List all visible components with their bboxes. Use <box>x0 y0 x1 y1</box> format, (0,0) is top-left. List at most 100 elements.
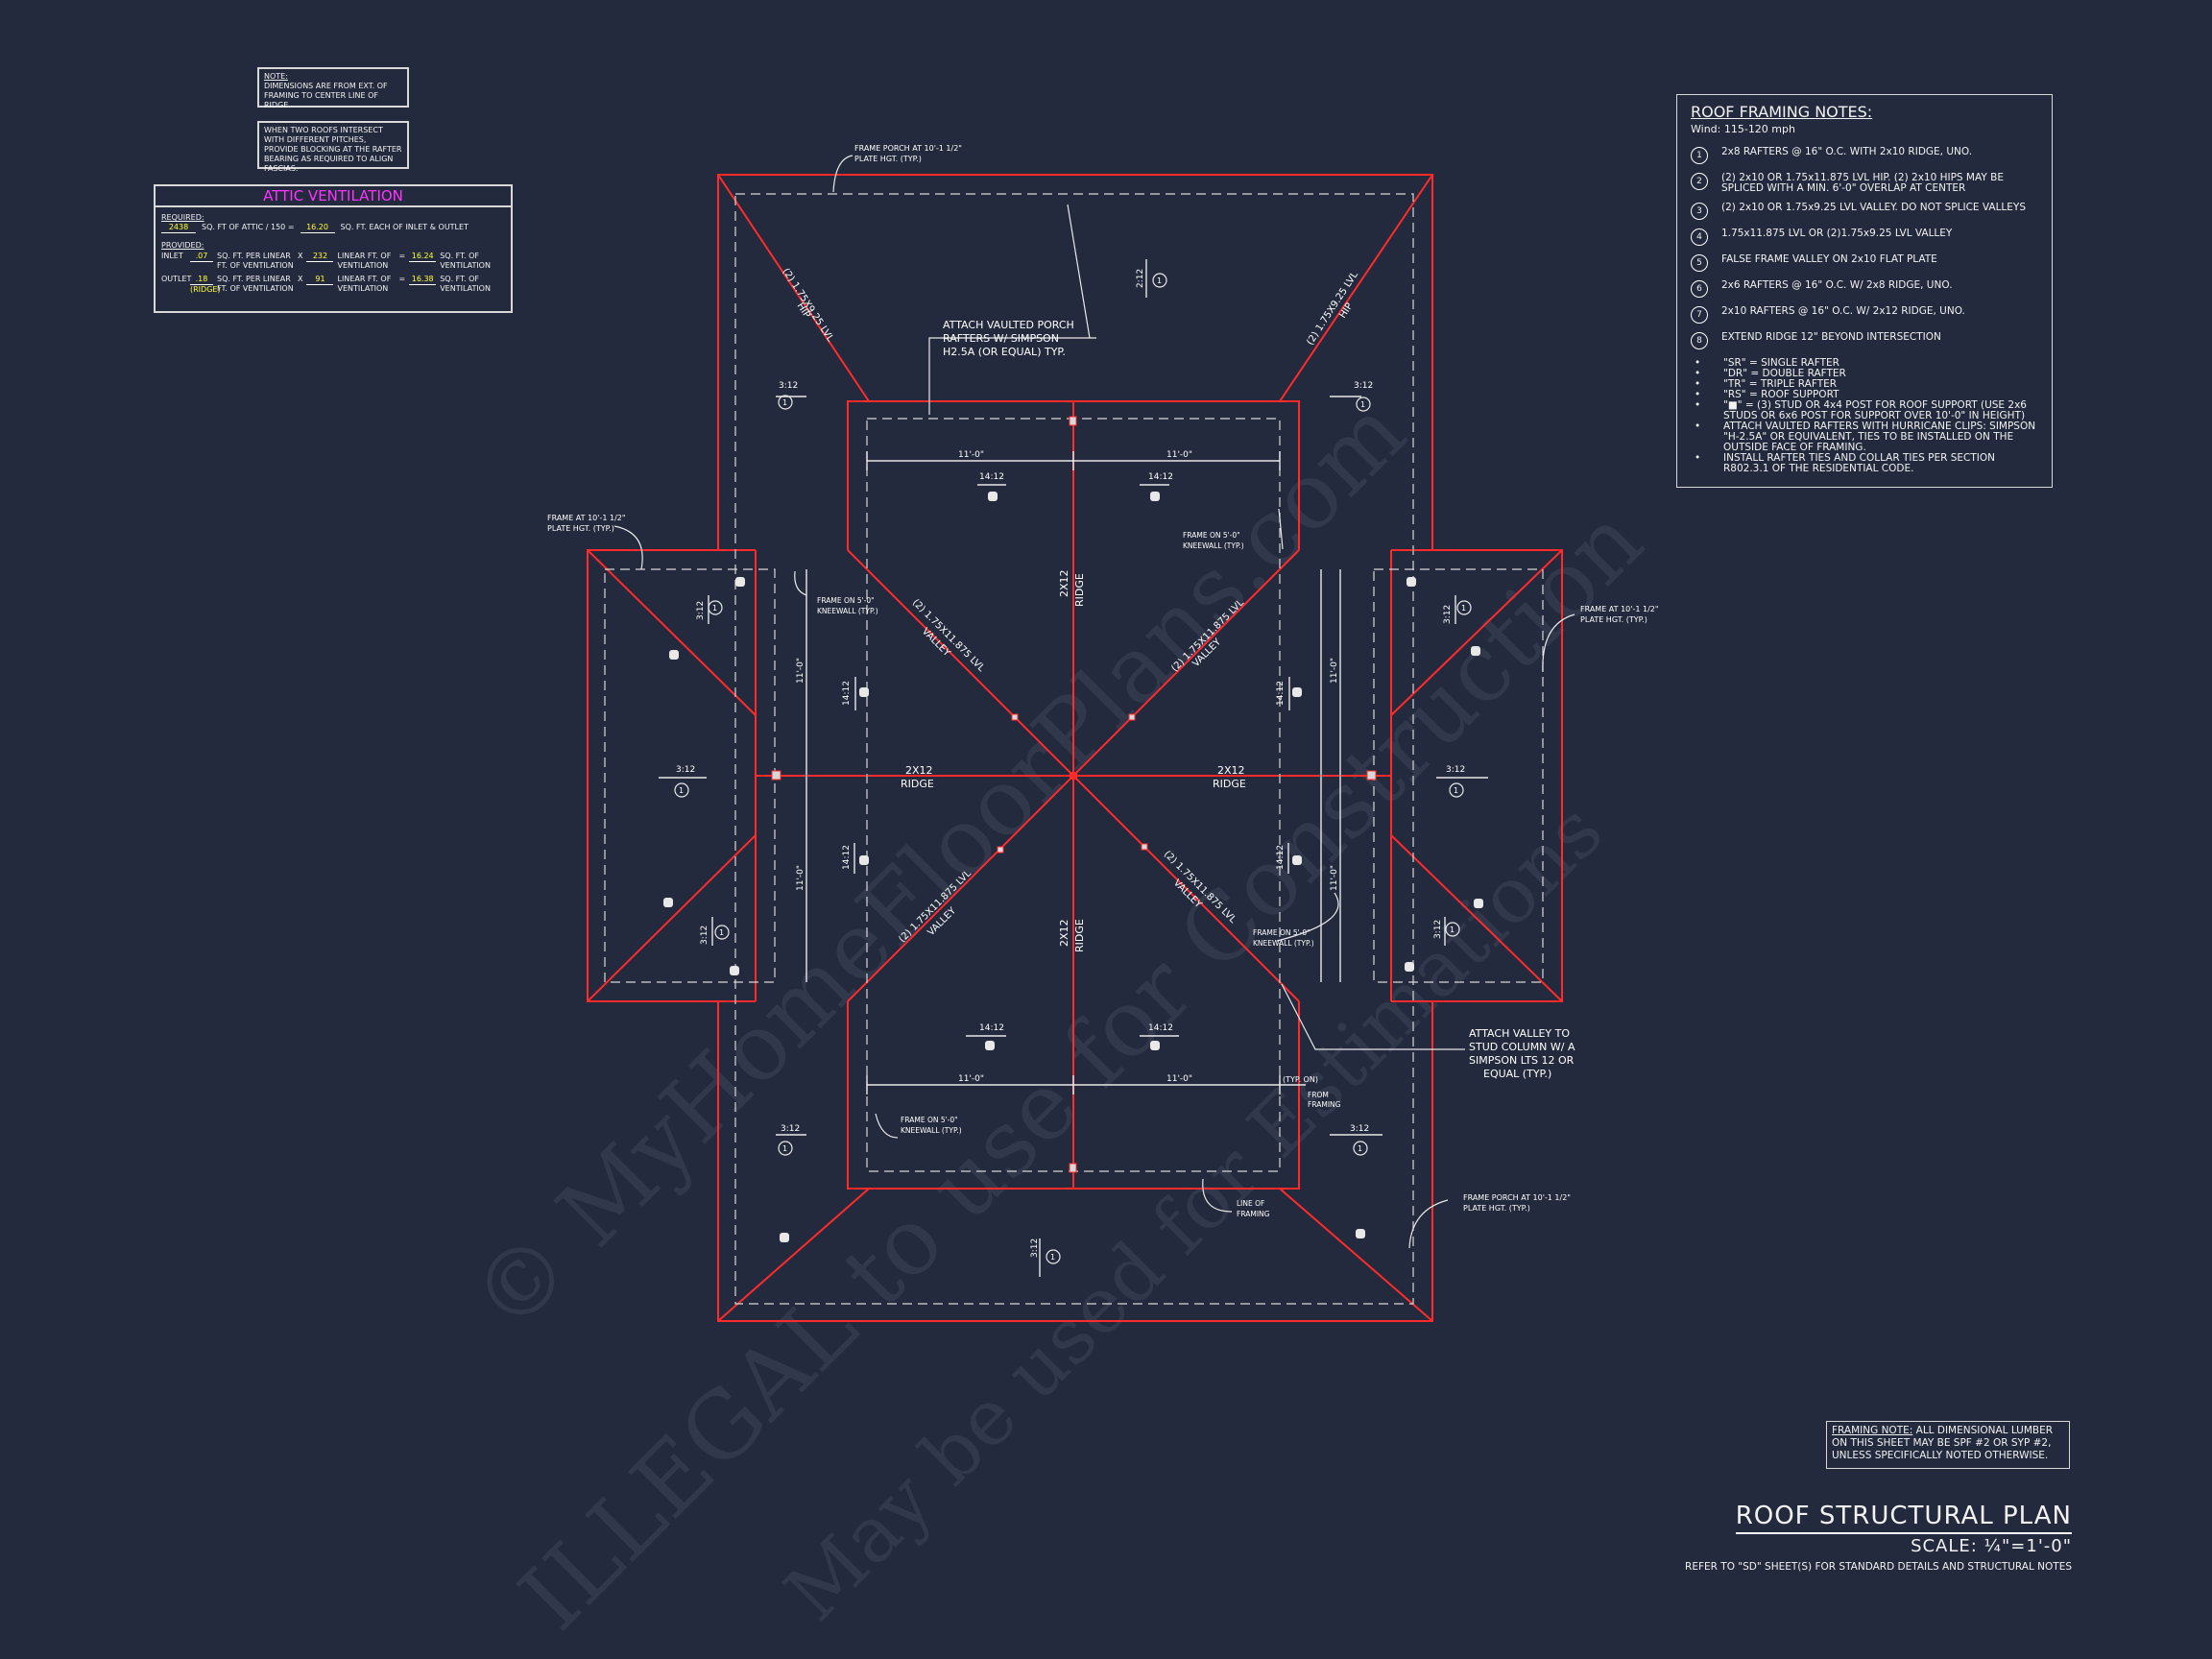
ridge-markers <box>1070 772 1077 780</box>
outlet-value-group: .18 (RIDGE) <box>190 275 221 295</box>
framing-note-text: 2x6 RAFTERS @ 16" O.C. W/ 2x8 RIDGE, UNO… <box>1721 279 1953 291</box>
note-number-icon: 4 <box>1691 228 1708 246</box>
attach-valley-label-3: SIMPSON LTS 12 OR <box>1469 1054 1575 1067</box>
plan-labels: FRAME PORCH AT 10'-1 1/2" PLATE HGT. (TY… <box>547 144 1659 1262</box>
framing-bullet-text: INSTALL RAFTER TIES AND COLLAR TIES PER … <box>1723 452 1995 474</box>
frame-porch-bottom-label-1: FRAME PORCH AT 10'-1 1/2" <box>1463 1193 1571 1202</box>
framing-bullet-text: "RS" = ROOF SUPPORT <box>1723 389 1839 400</box>
tag-icons-filled <box>663 492 1483 1242</box>
dim-bottom-right: 11'-0" <box>1166 1074 1192 1084</box>
tag-icons <box>674 273 1472 1264</box>
bullet-icon: • <box>1695 421 1701 432</box>
valley-label-nw-1: (2) 1.75x11.875 LVL <box>910 597 987 674</box>
inlet-value-2: 232 <box>306 252 334 262</box>
inlet-text-3: SQ. FT. OF VENTILATION <box>440 252 491 270</box>
bullet-icon: • <box>1695 378 1701 390</box>
dim-right-upper: 11'-0" <box>1330 658 1339 684</box>
valley-label-se-1: (2) 1.75x11.875 LVL <box>1162 849 1238 926</box>
outlet-row: OUTLET .18 (RIDGE) SQ. FT. PER LINEAR FT… <box>161 275 505 295</box>
framing-note-text: (2) 2x10 OR 1.75x9.25 LVL VALLEY. DO NOT… <box>1721 202 2026 213</box>
hip-valley-lines <box>587 174 1563 1322</box>
pitch-3-i: 3:12 <box>700 926 709 945</box>
ridge-east-size: 2x12 <box>1217 764 1245 777</box>
pitch-14-e: 14:12 <box>842 681 852 706</box>
pitch-3-a: 3:12 <box>779 381 798 391</box>
framing-note-text: ALL DIMENSIONAL LUMBER ON THIS SHEET MAY… <box>1832 1425 2054 1461</box>
note-number-icon: 2 <box>1691 173 1708 190</box>
note-title: NOTE: <box>264 72 288 81</box>
frame-right-label-1: FRAME AT 10'-1 1/2" <box>1580 605 1659 613</box>
bullet-icon: • <box>1695 357 1701 369</box>
frame-left-label-1: FRAME AT 10'-1 1/2" <box>547 514 626 522</box>
pitch-3-e: 3:12 <box>781 1124 800 1134</box>
attach-porch-label-1: ATTACH VAULTED PORCH <box>943 319 1074 331</box>
plan-scale: SCALE: ¼"=1'-0" <box>1911 1536 2072 1556</box>
dim-top-left: 11'-0" <box>958 450 984 460</box>
inlet-text-1: SQ. FT. PER LINEAR FT. OF VENTILATION <box>217 252 294 270</box>
required-vent-text: SQ. FT. EACH OF INLET & OUTLET <box>340 223 469 231</box>
required-label: REQUIRED: <box>161 213 204 222</box>
bullet-icon: • <box>1695 399 1701 411</box>
note-intersect-text: WHEN TWO ROOFS INTERSECT WITH DIFFERENT … <box>264 126 402 173</box>
pitch-3-c: 3:12 <box>676 765 695 775</box>
outlet-x: x <box>298 275 303 283</box>
inlet-value-1: .07 <box>190 252 213 262</box>
framing-dashed-lines <box>604 193 1544 1305</box>
note-box-intersect: WHEN TWO ROOFS INTERSECT WITH DIFFERENT … <box>257 121 409 173</box>
dim-bottom-left: 11'-0" <box>958 1074 984 1084</box>
dimension-lines <box>805 451 1341 1094</box>
outlet-label: OUTLET <box>161 275 192 283</box>
from-framing-1: FROM <box>1308 1091 1329 1099</box>
framing-note-text: 2x8 RAFTERS @ 16" O.C. WITH 2x10 RIDGE, … <box>1721 146 1973 157</box>
inlet-eq: = <box>398 252 406 260</box>
pitch-3-k: 3:12 <box>1030 1238 1040 1258</box>
bullet-icon: • <box>1695 389 1701 400</box>
framing-note-text: FALSE FRAME VALLEY ON 2x10 FLAT PLATE <box>1721 253 1937 265</box>
outlet-text-1: SQ. FT. PER LINEAR FT. OF VENTILATION <box>217 275 294 293</box>
framing-bullet-text: "DR" = DOUBLE RAFTER <box>1723 368 1846 379</box>
from-framing-2: FRAMING <box>1308 1100 1341 1109</box>
framing-bullet-item: • "TR" = TRIPLE RAFTER <box>1691 379 2038 390</box>
tag-1-d: 1 <box>712 604 717 613</box>
tag-1-j: 1 <box>782 1144 787 1153</box>
outlet-ridge: (RIDGE) <box>190 285 221 294</box>
outlet-value-2: 91 <box>306 275 334 285</box>
pitch-2: 2:12 <box>1136 269 1145 288</box>
attach-valley-label-4: EQUAL (TYP.) <box>1483 1068 1551 1080</box>
framing-bullet-text: "TR" = TRIPLE RAFTER <box>1723 378 1838 390</box>
attic-ventilation-box: ATTIC VENTILATION REQUIRED: 2438 SQ. FT … <box>154 184 513 313</box>
plan-title: ROOF STRUCTURAL PLAN <box>1735 1502 2072 1534</box>
pitch-14-f: 14:12 <box>1276 681 1286 706</box>
pitch-14-d: 14:12 <box>1148 1023 1173 1033</box>
dim-left-lower: 11'-0" <box>796 865 805 891</box>
required-row: 2438 SQ. FT OF ATTIC / 150 = 16.20 SQ. F… <box>161 223 505 233</box>
framing-bullet-item: • "RS" = ROOF SUPPORT <box>1691 390 2038 400</box>
framing-note-text: 1.75x11.875 LVL OR (2)1.75x9.25 LVL VALL… <box>1721 228 1953 239</box>
ridge-west-size: 2x12 <box>905 764 933 777</box>
pitch-arrows <box>659 259 1488 1277</box>
pitch-14-c: 14:12 <box>979 1023 1004 1033</box>
tag-1-i: 1 <box>1450 926 1455 934</box>
frame-right-label-2: PLATE HGT. (TYP.) <box>1580 615 1647 624</box>
attach-valley-label-2: STUD COLUMN W/ A <box>1469 1041 1575 1053</box>
bullet-icon: • <box>1695 368 1701 379</box>
wind-speed: Wind: 115-120 mph <box>1691 123 1795 135</box>
dim-left-upper: 11'-0" <box>796 658 805 684</box>
support-markers <box>771 416 1377 1173</box>
frame-left-label-2: PLATE HGT. (TYP.) <box>547 524 614 533</box>
framing-bullet-item: • "DR" = DOUBLE RAFTER <box>1691 369 2038 379</box>
tag-1-a: 1 <box>782 398 787 407</box>
framing-bullet-item: •"SR" = SINGLE RAFTER <box>1691 358 2038 369</box>
framing-bullet-text: "■" = (3) STUD OR 4x4 POST FOR ROOF SUPP… <box>1723 399 2027 421</box>
roof-outline <box>587 174 1563 1322</box>
inlet-text-2: LINEAR FT. OF VENTILATION <box>337 252 392 270</box>
ridge-north-label: RIDGE <box>1073 573 1086 607</box>
typ-on-label: (TYP. ON) <box>1283 1075 1318 1084</box>
framing-note-text: EXTEND RIDGE 12" BEYOND INTERSECTION <box>1721 331 1941 343</box>
provided-label: PROVIDED: <box>161 241 204 250</box>
framing-note-item: 2(2) 2x10 OR 1.75x11.875 LVL HIP. (2) 2x… <box>1691 173 2038 194</box>
